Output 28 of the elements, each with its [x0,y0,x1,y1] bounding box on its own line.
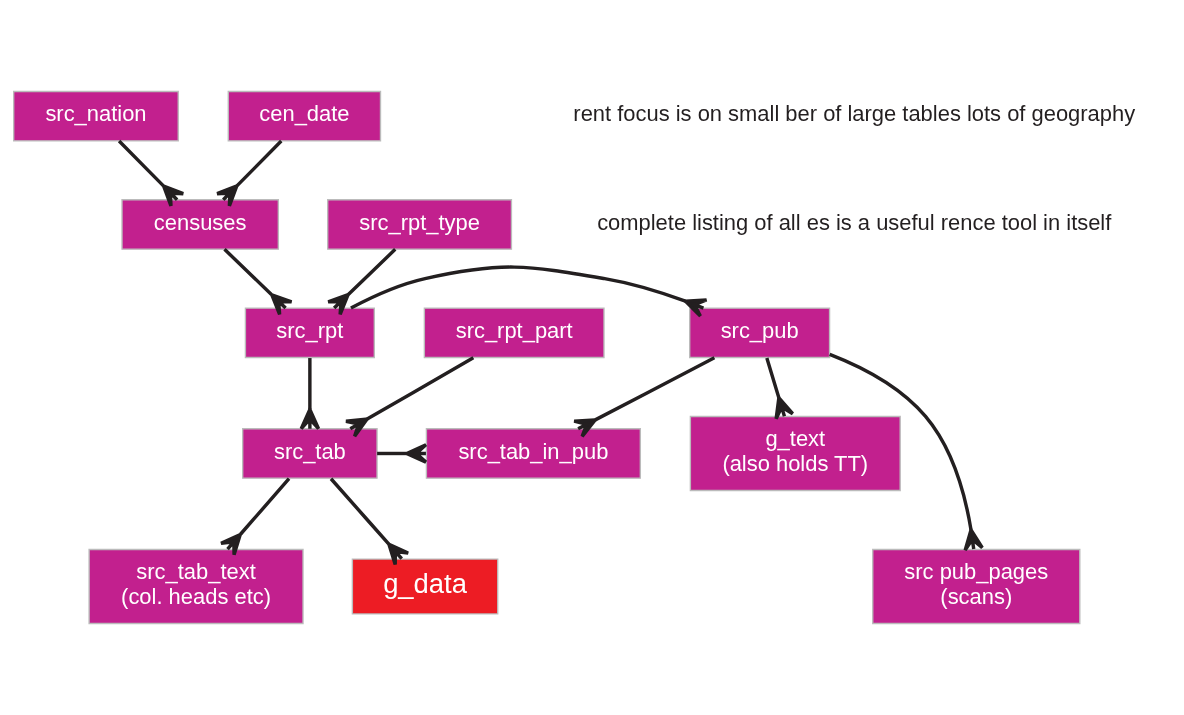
node-box: src_tab_in_pub [425,428,642,479]
node-box: src_nation [13,90,179,142]
node-box: src_rpt_part [423,307,605,359]
connector [377,443,428,464]
node-box: g_data [351,558,499,615]
connector [219,477,291,557]
node-box: src_tab [242,428,378,479]
connector [765,357,795,421]
connector [223,248,294,317]
connector [350,265,709,318]
node-box: src_pub [689,307,831,359]
node-box: src_rpt_type [327,199,513,250]
connector [215,139,283,208]
connector [117,139,185,208]
node-box: src_tab_text (col. heads etc) [88,548,304,625]
node-box: src_rpt [244,307,375,359]
connector [299,358,321,431]
node-box: cen_date [227,90,382,142]
connector [572,356,716,439]
connector [326,248,397,317]
connector [829,352,984,552]
connector [329,477,410,567]
node-box: src pub_pages (scans) [872,548,1081,625]
label: complete listing of all es is a useful rence tool in itself [597,209,1112,235]
node-box: censuses [121,199,280,250]
connector [344,356,475,438]
node-box: g_text (also holds TT) [689,415,901,492]
label: rent focus is on small ber of large tables lots of geography [573,101,1136,127]
